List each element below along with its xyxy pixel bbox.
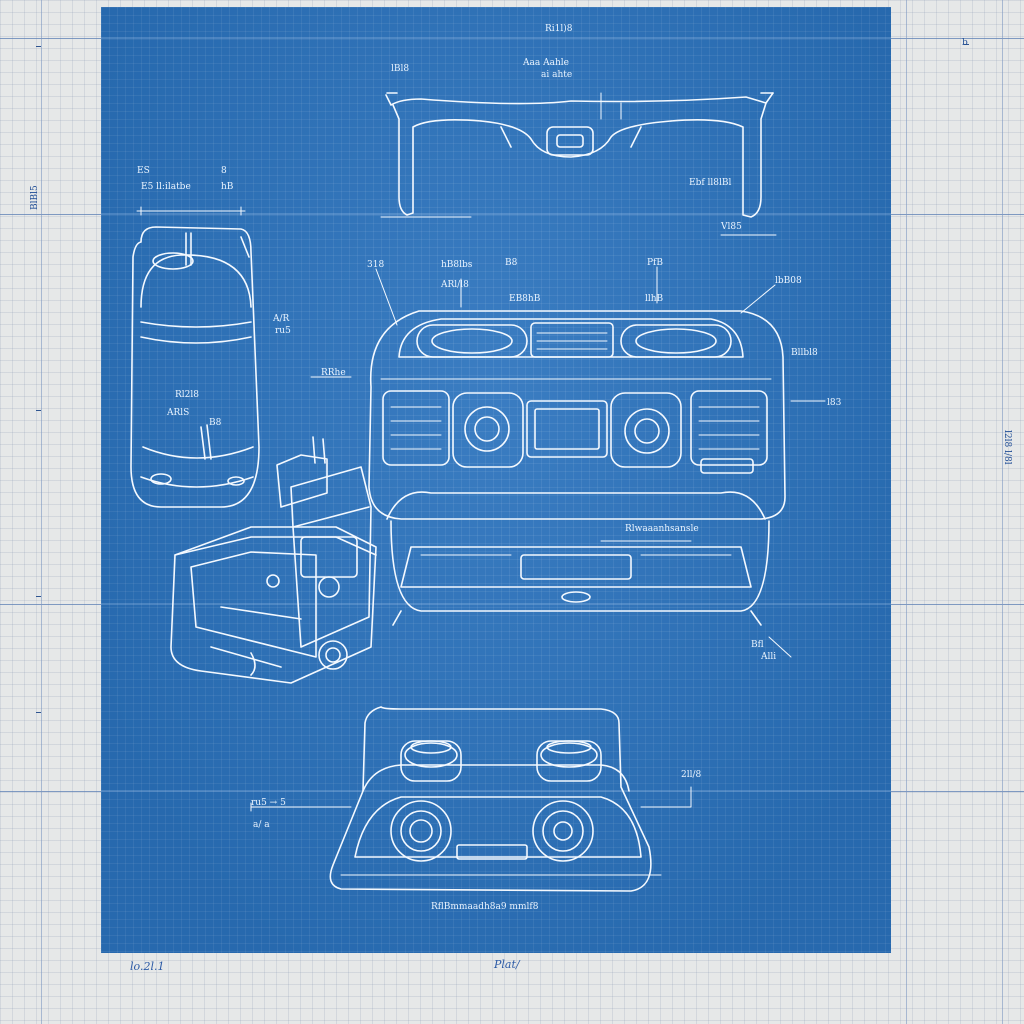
leader-lines — [310, 266, 826, 658]
mid-label: Vl85 — [720, 222, 742, 232]
bottom-label: ru5 → 5 — [251, 798, 286, 808]
left-guide-line — [41, 0, 42, 1024]
bottom-label: a/ a — [253, 820, 270, 830]
mid-label: ARl/l8 — [440, 280, 469, 290]
side-label: B8 — [209, 418, 222, 428]
edge-tick — [36, 712, 41, 713]
top-label: Ri1l)8 — [545, 23, 573, 34]
mid-label: 318 — [367, 260, 384, 270]
side-label: ARlS — [166, 408, 189, 418]
left-margin-note: BlBl5 — [30, 185, 40, 210]
mid-label: hB8lbs — [441, 260, 473, 270]
mid-label: l83 — [827, 398, 842, 408]
mid-label: lbB08 — [775, 276, 802, 286]
edge-tick — [36, 410, 41, 411]
sheet-divider-lines — [101, 37, 891, 792]
blueprint-drawing: Ri1l)8 Aaa Aahle ai ahte lBl8 ES 8 E5 ll… — [101, 23, 891, 912]
mid-label: B8 — [505, 258, 518, 268]
side-label: 8 — [221, 166, 227, 176]
mid-label: Rlwaaanhsansle — [625, 524, 699, 534]
bottom-label: 2ll/8 — [681, 770, 702, 780]
top-left-label: lBl8 — [391, 64, 409, 74]
top-sublabel: Aaa Aahle — [522, 58, 569, 68]
mid-label: Ebf ll8lBl — [689, 178, 731, 188]
isometric-device-view — [170, 436, 377, 684]
footer-center-note: Plat/ — [494, 958, 520, 971]
top-right-tick-note: b — [962, 38, 968, 48]
bottom-caption: RflBmmaadh8a9 mmlf8 — [431, 902, 539, 912]
side-label: E5 ll:ilatbe — [141, 182, 191, 192]
mid-label: PfB — [647, 258, 663, 268]
mid-label: Bfl — [751, 640, 764, 650]
top-sublabel: ai ahte — [541, 70, 572, 80]
mid-label: Alli — [760, 652, 776, 662]
side-label: A/R — [272, 314, 290, 324]
side-label: hB — [221, 182, 234, 192]
drawing-labels: Ri1l)8 Aaa Aahle ai ahte lBl8 ES 8 E5 ll… — [137, 23, 842, 912]
blueprint-sheet: Ri1l)8 Aaa Aahle ai ahte lBl8 ES 8 E5 ll… — [101, 7, 891, 953]
far-right-guide-line — [1002, 0, 1003, 1024]
controller-view — [250, 706, 692, 892]
edge-tick — [36, 46, 41, 47]
footer-left-note: lo.2l.1 — [130, 960, 165, 973]
side-label: ES — [137, 166, 150, 176]
mid-label: Bllbl8 — [791, 348, 818, 358]
top-elevation-view — [380, 92, 777, 236]
side-label: ru5 — [275, 326, 291, 336]
edge-tick — [36, 596, 41, 597]
side-label: Rl2l8 — [175, 390, 199, 400]
edge-tick — [964, 44, 969, 45]
mid-label: EB8hB — [509, 294, 541, 304]
right-guide-line — [906, 0, 907, 1024]
mid-label: llhB — [645, 294, 664, 304]
canister-view — [130, 206, 260, 508]
right-margin-note: l2l8 l/8l — [1002, 430, 1012, 465]
main-console-front-view — [368, 310, 786, 626]
side-label: RRhe — [321, 368, 346, 378]
